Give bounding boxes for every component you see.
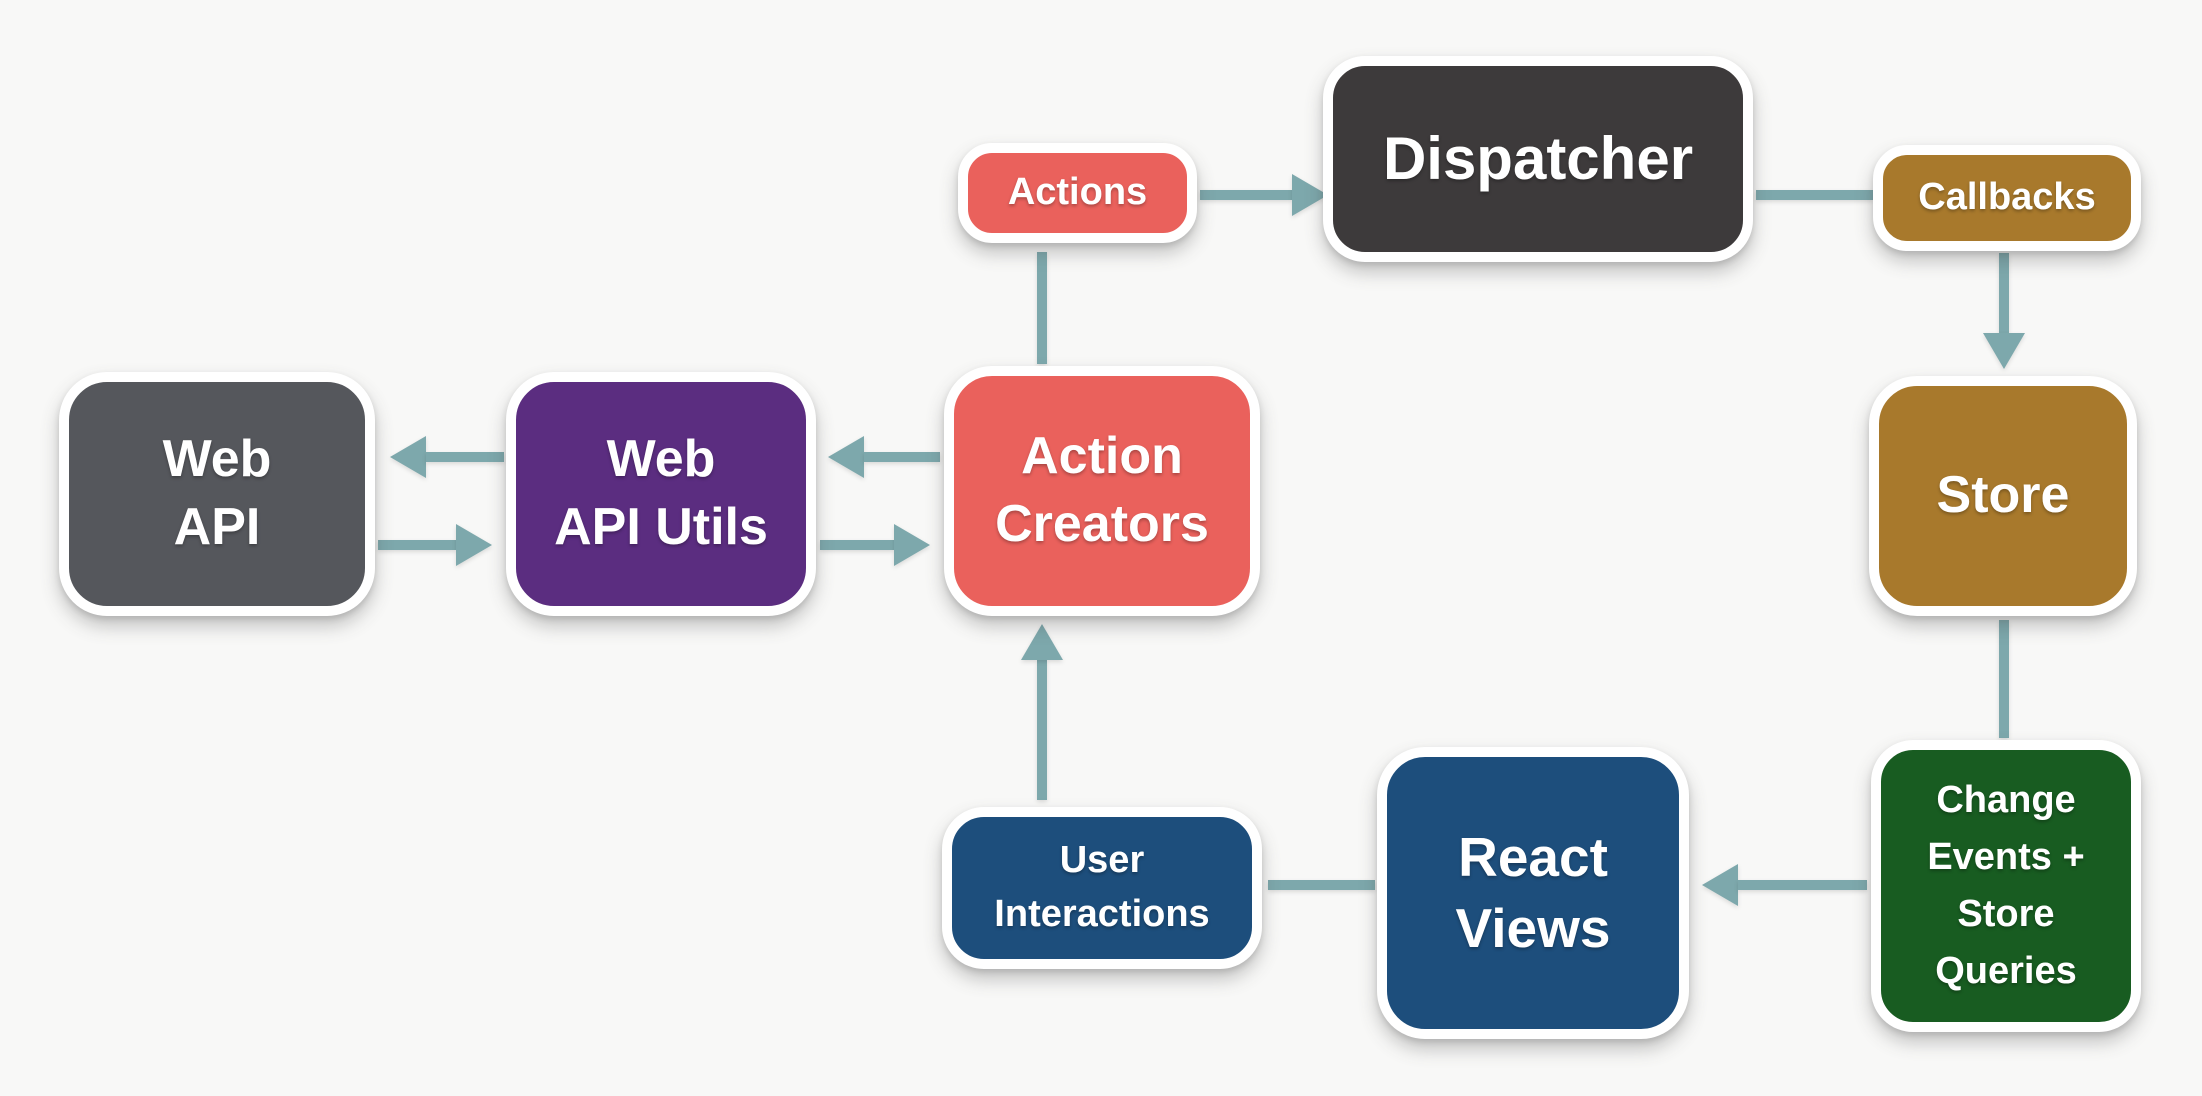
node-web-api-utils-label: Web API Utils [554,430,768,556]
edge-change-events-to-react-views [1738,880,1867,890]
edge-callbacks-to-store [1999,253,2009,333]
arrowhead-into-web-api-utils [828,436,864,478]
arrowhead-into-web-api [390,436,426,478]
edge-actions-to-dispatcher [1200,190,1292,200]
edge-web-api-utils-to-web-api [426,452,504,462]
arrowhead-into-react-views [1702,864,1738,906]
edge-dispatcher-to-callbacks [1756,190,1873,200]
node-web-api: Web API [59,372,375,616]
node-callbacks-label: Callbacks [1918,176,2096,219]
node-web-api-label: Web API [162,430,272,556]
edge-web-api-to-web-api-utils [378,540,456,550]
node-action-creators-label: Action Creators [995,427,1209,553]
node-actions-label: Actions [1007,171,1148,214]
node-dispatcher-label: Dispatcher [1382,125,1694,192]
arrowhead-into-action-creators-bottom [1021,624,1063,660]
node-react-views-label: React Views [1455,825,1611,960]
edge-action-creators-to-web-api-utils [864,452,940,462]
node-user-interactions-label: User Interactions [994,839,1210,935]
edge-web-api-utils-to-action-creators [820,540,894,550]
node-change-events-label: Change Events + Store Queries [1927,779,2085,992]
node-actions: Actions [958,143,1197,243]
arrowhead-into-action-creators-left [894,524,930,566]
edge-action-creators-to-actions [1037,252,1047,364]
edge-store-to-change-events [1999,620,2009,738]
node-change-events: Change Events + Store Queries [1871,740,2141,1032]
arrowhead-into-dispatcher [1292,174,1328,216]
node-action-creators: Action Creators [944,366,1260,616]
node-store-label: Store [1936,466,2070,525]
edge-react-views-to-user-interactions [1268,880,1375,890]
node-react-views: React Views [1377,747,1689,1039]
node-user-interactions: User Interactions [942,807,1262,969]
arrowhead-into-web-api-utils-left [456,524,492,566]
edge-user-interactions-to-action-creators [1037,660,1047,800]
arrowhead-into-store [1983,333,2025,369]
node-dispatcher: Dispatcher [1323,56,1753,262]
node-store: Store [1869,376,2137,616]
node-web-api-utils: Web API Utils [506,372,816,616]
node-callbacks: Callbacks [1873,145,2141,251]
